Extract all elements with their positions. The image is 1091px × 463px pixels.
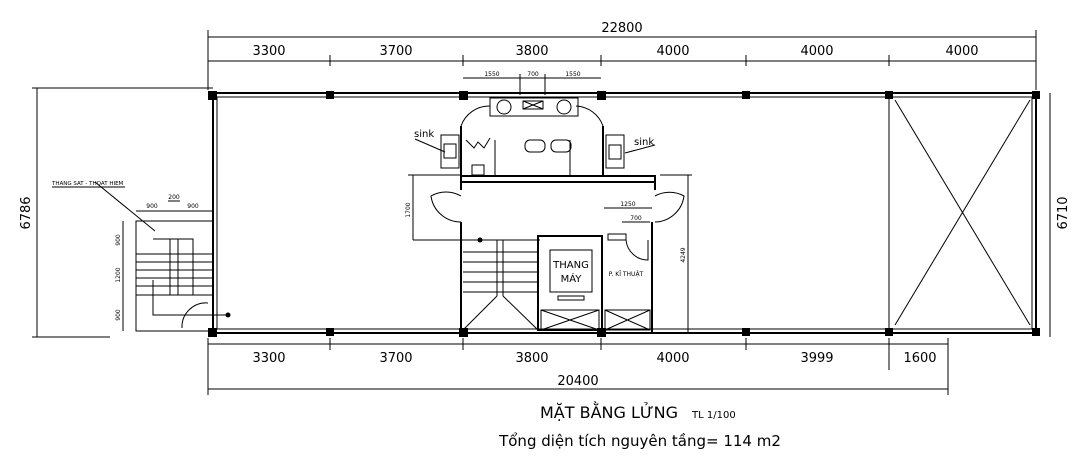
dim-text: 6710 [1056, 196, 1071, 229]
dim-text: 900 [115, 309, 122, 321]
wc-area: sink sink [414, 97, 656, 190]
total-area: Tổng diện tích nguyên tầng= 114 m2 [498, 432, 781, 450]
sink-label-right: sink [634, 137, 654, 148]
dim-text: 3300 [252, 351, 285, 366]
dim-text: 900 [115, 234, 122, 246]
dim-text: 1700 [405, 202, 412, 217]
sink-label-left: sink [414, 129, 434, 140]
exterior-walls [212, 92, 1037, 334]
dim-text: 700 [630, 215, 642, 222]
dim-text: 22800 [601, 21, 642, 36]
elevator-label: THANG [552, 260, 589, 271]
elevator-label: MÁY [561, 272, 583, 285]
dim-text: 4000 [656, 351, 689, 366]
dim-text: 3800 [515, 351, 548, 366]
fire-escape-stair: THANG SAT - THOAT HIEM 900 200 900 900 1… [51, 181, 231, 332]
dim-text: 3700 [379, 351, 412, 366]
dim-text: 4000 [945, 44, 978, 59]
dimension-wc: 1550 700 1550 [463, 71, 601, 95]
dim-text: 900 [187, 203, 199, 210]
fire-stair-label: THANG SAT - THOAT HIEM [51, 181, 124, 187]
dim-text: 4000 [800, 44, 833, 59]
columns [208, 91, 1040, 337]
dim-text: 700 [527, 71, 539, 78]
dimension-top-segments: 3300 3700 3800 4000 4000 4000 [208, 44, 1036, 66]
dimension-overall-top: 22800 [207, 21, 1037, 90]
dim-text: 900 [146, 203, 158, 210]
dim-text: 200 [168, 194, 180, 201]
dimension-bottom-segments: 3300 3700 3800 4000 3999 1600 20400 [207, 338, 949, 395]
dimension-right: 6710 [1049, 93, 1071, 337]
dim-text: 20400 [557, 374, 598, 389]
drawing-title: MẶT BẰNG LỬNG [540, 401, 678, 422]
dim-text: 1550 [565, 71, 580, 78]
dim-text: 6786 [19, 196, 34, 229]
drawing-scale: TL 1/100 [691, 410, 736, 421]
tech-room-label: P. KĨ THUẬT [609, 271, 644, 278]
dimension-left: 6786 [19, 87, 213, 338]
dim-text: 1250 [620, 201, 635, 208]
dim-text: 3999 [800, 351, 833, 366]
dim-text: 4000 [656, 44, 689, 59]
dim-text: 3700 [379, 44, 412, 59]
dim-text: 3800 [515, 44, 548, 59]
dim-text: 3300 [252, 44, 285, 59]
dim-text: 1550 [484, 71, 499, 78]
dim-text: 1600 [903, 351, 936, 366]
core-stair-elevator: THANG MÁY P. KĨ THUẬT 1250 700 1700 4249 [405, 174, 692, 333]
dim-text: 4249 [680, 247, 687, 262]
dim-text: 1200 [115, 267, 122, 282]
